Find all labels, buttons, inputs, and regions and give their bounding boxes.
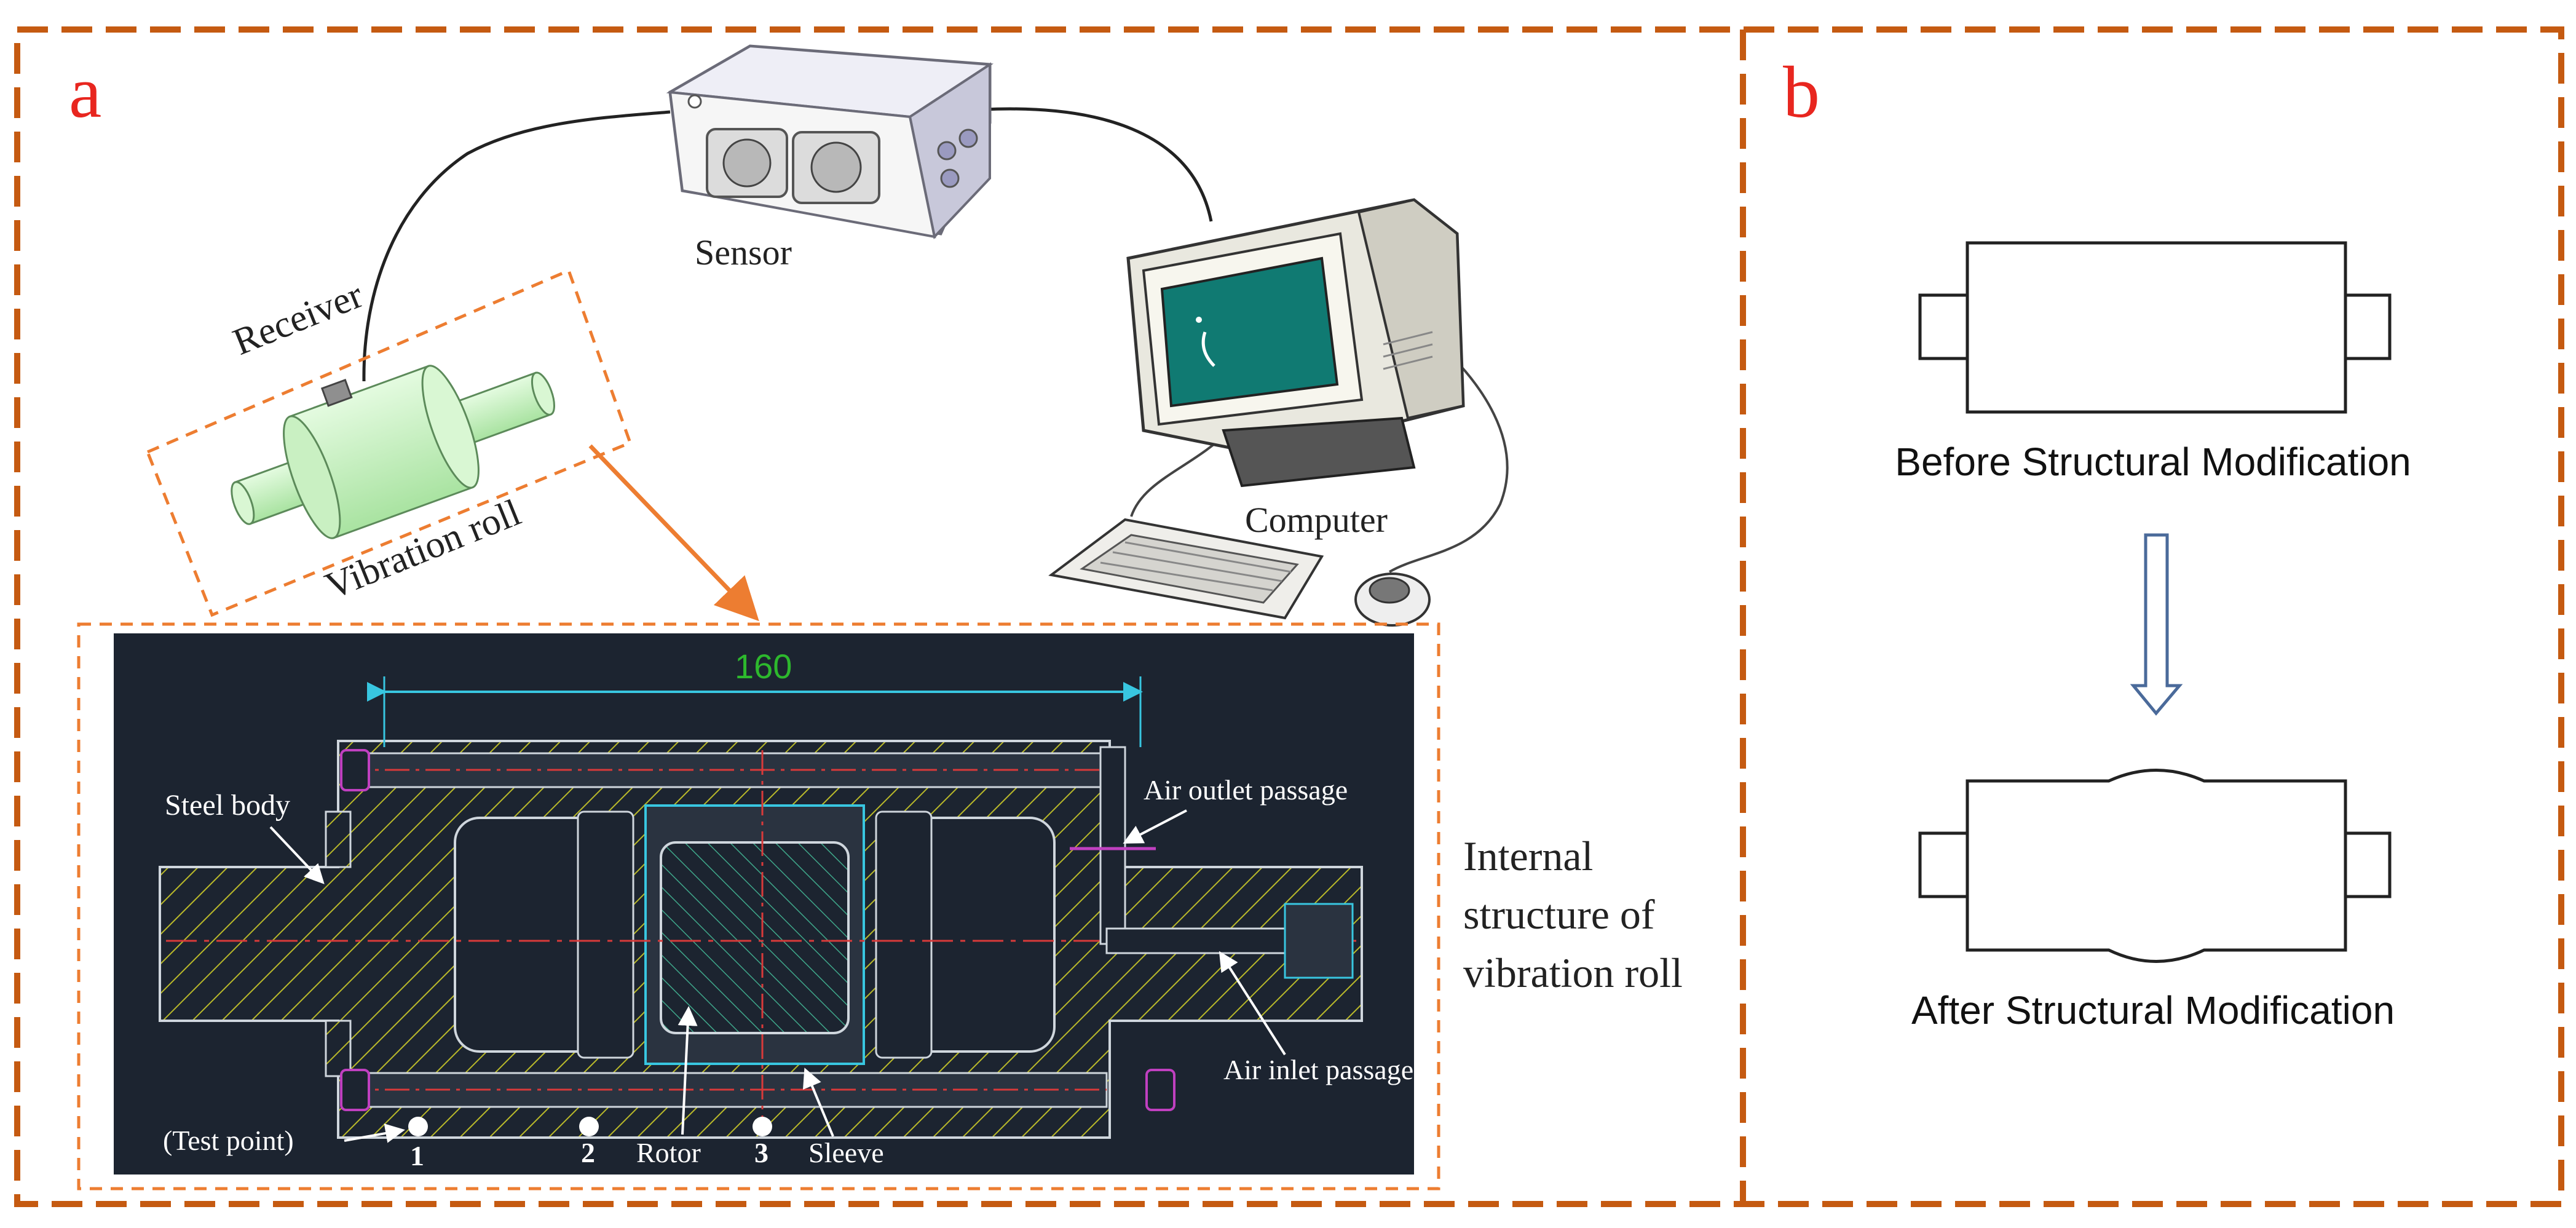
air-outlet-leader — [1123, 809, 1187, 844]
transition-down-arrow — [2130, 533, 2183, 716]
dimension-value: 160 — [735, 647, 792, 686]
sensor-device — [666, 44, 994, 240]
mouse-cable — [1388, 337, 1509, 573]
keyboard — [1048, 518, 1324, 620]
computer-cable — [983, 107, 1213, 222]
after-modification-shape — [1918, 769, 2392, 963]
test-point-2 — [579, 1117, 599, 1136]
rotor-label: Rotor — [636, 1137, 701, 1168]
air-outlet-label: Air outlet passage — [1144, 774, 1348, 806]
internal-structure-line3: vibration roll — [1463, 949, 1683, 996]
sensor-label: Sensor — [695, 232, 792, 272]
air-inlet-leader — [1219, 951, 1286, 1056]
test-point-2-number: 2 — [581, 1137, 595, 1168]
after-modification-label: After Structural Modification — [1911, 988, 2395, 1032]
vibration-roll-model — [231, 365, 555, 539]
panel-b-letter: b — [1783, 51, 1820, 133]
test-point-3 — [753, 1117, 772, 1136]
air-inlet-label: Air inlet passage — [1223, 1054, 1413, 1085]
test-point-3-number: 3 — [754, 1137, 768, 1168]
cross-section-drawing — [159, 676, 1363, 1139]
steel-body-label: Steel body — [165, 789, 290, 822]
test-point-label: (Test point) — [163, 1125, 294, 1156]
test-point-1-number: 1 — [410, 1140, 424, 1171]
roll-to-drawing-arrow — [588, 444, 759, 622]
roll-dashed-box — [145, 268, 633, 617]
test-point-1 — [408, 1117, 428, 1136]
test-point-leader — [344, 1123, 405, 1143]
receiver-label: Receiver — [227, 274, 369, 363]
sleeve-label: Sleeve — [808, 1137, 884, 1168]
drawing-dashed-frame — [77, 622, 1440, 1190]
internal-structure-line2: structure of — [1463, 891, 1655, 938]
computer-device — [1126, 198, 1465, 488]
computer-label: Computer — [1245, 500, 1388, 540]
rotor-leader — [678, 1006, 698, 1135]
panel-a-letter: a — [69, 51, 101, 133]
internal-structure-line1: Internal — [1463, 833, 1593, 879]
before-modification-label: Before Structural Modification — [1895, 440, 2411, 484]
sleeve-leader — [803, 1068, 834, 1137]
mouse — [1354, 572, 1431, 627]
before-modification-shape — [1918, 241, 2392, 414]
steel-body-leader — [269, 826, 325, 884]
receiver-cable — [362, 110, 671, 382]
